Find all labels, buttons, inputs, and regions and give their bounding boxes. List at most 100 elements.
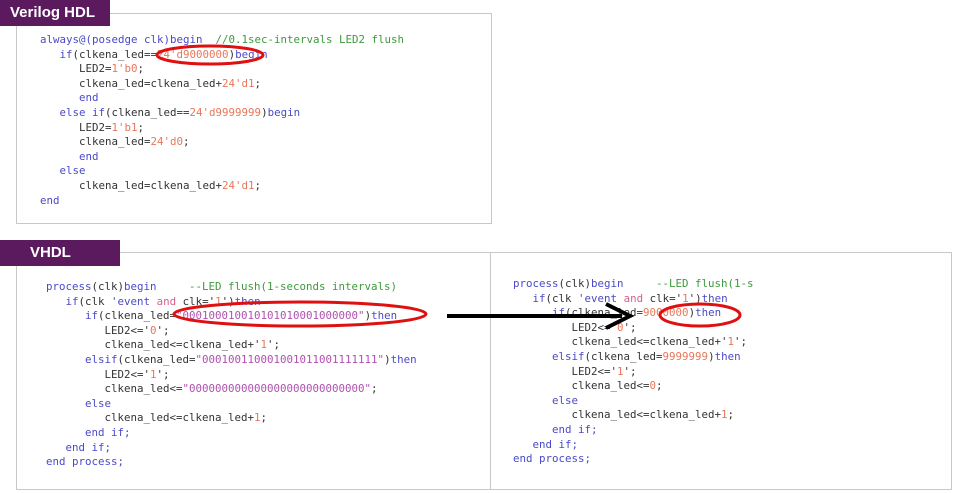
- code-token: process: [513, 277, 559, 290]
- code-token: [513, 306, 552, 319]
- verilog-section-label: Verilog HDL: [0, 0, 110, 26]
- code-token: (clkena_led==: [105, 105, 190, 119]
- code-token: begin: [267, 105, 301, 119]
- code-token: [513, 394, 552, 407]
- code-line: LED2<='1';: [513, 365, 803, 380]
- code-token: clk=': [176, 294, 216, 308]
- code-token: clkena_led<=: [46, 382, 183, 396]
- code-token: then: [390, 352, 417, 366]
- code-token: [40, 91, 79, 104]
- code-line: clkena_led<=clkena_led+'1';: [513, 335, 803, 350]
- code-line: end if;: [513, 423, 803, 438]
- code-token: and: [623, 291, 644, 305]
- code-token: clkena_led<=clkena_led+': [46, 338, 261, 352]
- code-token: 1: [721, 408, 728, 422]
- code-token: 24'd9999999: [189, 105, 262, 119]
- code-token: elsif: [85, 352, 118, 366]
- code-token: [40, 106, 60, 119]
- code-token: (clkena_led=: [565, 306, 644, 320]
- code-token: ';: [623, 320, 637, 334]
- code-token: then: [371, 309, 398, 323]
- code-line: end process;: [46, 455, 417, 470]
- code-token: 24'd1: [222, 76, 255, 90]
- code-token: end if;: [532, 437, 579, 451]
- code-token: begin: [591, 277, 624, 290]
- code-token: else: [552, 393, 579, 407]
- code-token: ): [384, 352, 391, 366]
- code-token: ';: [156, 367, 170, 381]
- code-token: [513, 423, 552, 436]
- code-token: clkena_led<=: [513, 379, 650, 393]
- code-line: LED2<='0';: [46, 324, 417, 339]
- code-line: clkena_led<=0;: [513, 379, 803, 394]
- code-token: ;: [137, 120, 145, 134]
- code-token: end: [40, 193, 60, 207]
- code-line: end: [40, 194, 404, 209]
- code-token: 0: [150, 323, 157, 337]
- code-token: ;: [254, 76, 262, 90]
- vhdl-section-label: VHDL: [0, 240, 120, 266]
- code-token: clkena_led<=clkena_led+': [513, 335, 728, 349]
- code-token: ;: [371, 382, 378, 396]
- code-token: end if;: [65, 440, 112, 454]
- code-token: clkena_led=: [40, 135, 151, 149]
- code-token: ;: [727, 408, 735, 422]
- code-line: elsif(clkena_led="0001001100010010110011…: [46, 353, 417, 368]
- code-token: ;: [260, 411, 268, 425]
- code-token: 24'd0: [150, 135, 184, 149]
- code-line: LED2<='1';: [46, 368, 417, 383]
- code-token: elsif: [552, 349, 585, 363]
- code-token: LED2=: [40, 120, 112, 134]
- code-token: "000100010010101010001000000": [176, 309, 365, 323]
- code-token: process: [46, 280, 92, 293]
- code-token: 9999999: [662, 349, 709, 363]
- code-token: LED2<=': [46, 323, 151, 337]
- code-line: else: [513, 394, 803, 409]
- code-token: end: [79, 149, 99, 163]
- code-token: (clk): [91, 280, 125, 293]
- code-line: if(clkena_led=9000000)then: [513, 306, 803, 321]
- code-line: clkena_led=24'd0;: [40, 135, 404, 150]
- code-token: clkena_led=clkena_led+: [40, 76, 223, 90]
- code-line: clkena_led<=clkena_led+'1';: [46, 338, 417, 353]
- code-token: ;: [254, 178, 262, 192]
- code-token: (clkena_led=: [117, 352, 196, 366]
- code-token: 'event: [111, 294, 157, 308]
- verilog-code: always@(posedge clk)begin //0.1sec-inter…: [40, 33, 404, 208]
- code-line: end if;: [46, 426, 417, 441]
- code-token: [46, 441, 66, 454]
- code-line: clkena_led<="000000000000000000000000000…: [46, 382, 417, 397]
- code-token: (clk: [545, 291, 579, 305]
- code-line: if(clkena_led==24'd9000000)begin: [40, 48, 404, 63]
- code-token: ): [261, 105, 268, 119]
- code-line: else: [46, 397, 417, 412]
- code-token: clkena_led<=clkena_led+: [513, 408, 722, 422]
- code-line: LED2=1'b0;: [40, 62, 404, 77]
- code-token: end process;: [513, 452, 592, 466]
- code-token: [513, 292, 533, 305]
- code-line: clkena_led<=clkena_led+1;: [513, 408, 803, 423]
- code-line: if(clkena_led="0001000100101010100010000…: [46, 309, 417, 324]
- code-line: process(clk)begin --LED flush(1-seconds …: [46, 280, 417, 295]
- code-token: then: [701, 291, 728, 305]
- code-token: then: [714, 349, 741, 363]
- code-token: ';: [267, 338, 281, 352]
- code-token: end process;: [46, 455, 125, 469]
- code-token: ;: [183, 135, 190, 149]
- code-token: if: [59, 47, 73, 61]
- code-token: end: [79, 91, 99, 105]
- code-token: [46, 353, 85, 366]
- code-token: LED2<=': [513, 364, 618, 378]
- code-line: LED2=1'b1;: [40, 121, 404, 136]
- code-token: (clk: [78, 294, 112, 308]
- code-token: if: [85, 309, 99, 323]
- code-token: (clkena_led==: [72, 47, 158, 61]
- code-line: elsif(clkena_led=9999999)then: [513, 350, 803, 365]
- code-line: clkena_led<=clkena_led+1;: [46, 411, 417, 426]
- code-token: 24'd9000000: [157, 47, 229, 61]
- code-token: if: [532, 291, 546, 305]
- code-token: [40, 164, 60, 177]
- code-token: 1'b1: [111, 120, 138, 134]
- code-token: ;: [137, 62, 145, 76]
- code-token: 1'b0: [111, 62, 138, 76]
